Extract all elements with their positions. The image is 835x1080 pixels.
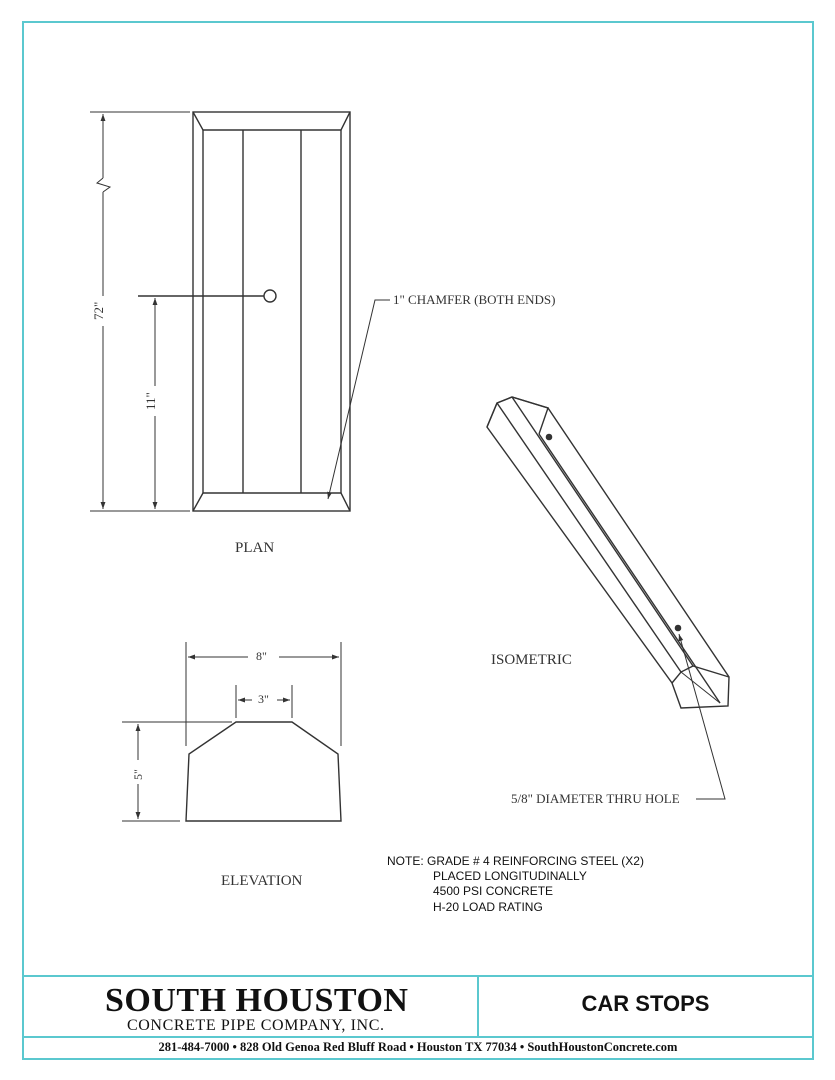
company-subtitle: CONCRETE PIPE COMPANY, INC. — [127, 1017, 385, 1034]
chamfer-leader — [327, 299, 390, 500]
plan-break-symbol — [95, 177, 112, 193]
iso-top-edge-2 — [511, 396, 694, 667]
chamfer-note: 1" CHAMFER (BOTH ENDS) — [393, 292, 556, 307]
sheet-border — [22, 21, 814, 1060]
iso-top-edge-1 — [496, 402, 682, 673]
iso-front-edge — [538, 433, 721, 704]
plan-outline — [192, 111, 351, 512]
plan-view-label: PLAN — [235, 540, 275, 556]
plan-dim-11-label: 11" — [143, 392, 158, 410]
note-line-1: NOTE: GRADE # 4 REINFORCING STEEL (X2) — [387, 854, 644, 868]
plan-view — [90, 111, 390, 512]
note-line-2: PLACED LONGITUDINALLY — [433, 869, 587, 883]
elevation-view — [122, 642, 342, 822]
iso-far-end — [671, 665, 730, 684]
plan-dim-72-label: 72" — [91, 301, 106, 320]
isometric-view-label: ISOMETRIC — [491, 652, 572, 668]
iso-end-face — [486, 396, 549, 435]
elevation-view-label: ELEVATION — [221, 873, 303, 889]
elev-dim-3-label: 3" — [258, 692, 269, 706]
isometric-view — [486, 396, 730, 800]
drawing-title: CAR STOPS — [581, 991, 710, 1016]
contact-line: 281-484-7000 • 828 Old Genoa Red Bluff R… — [158, 1040, 678, 1054]
plan-hole — [263, 289, 277, 303]
iso-hole-near — [545, 433, 553, 441]
title-block: SOUTH HOUSTON CONCRETE PIPE COMPANY, INC… — [23, 976, 813, 1059]
elevation-profile — [185, 721, 342, 822]
hole-note: 5/8" DIAMETER THRU HOLE — [511, 791, 680, 806]
company-name: SOUTH HOUSTON — [105, 982, 409, 1019]
note-line-4: H-20 LOAD RATING — [433, 900, 543, 914]
plan-chamfer-top — [192, 111, 351, 131]
plan-chamfer-bottom — [192, 492, 351, 512]
elev-dim-5-label: 5" — [131, 769, 145, 780]
hole-leader — [678, 633, 726, 800]
iso-hole-far — [674, 624, 682, 632]
note-line-3: 4500 PSI CONCRETE — [433, 884, 554, 898]
elev-dim-8-label: 8" — [256, 649, 267, 663]
